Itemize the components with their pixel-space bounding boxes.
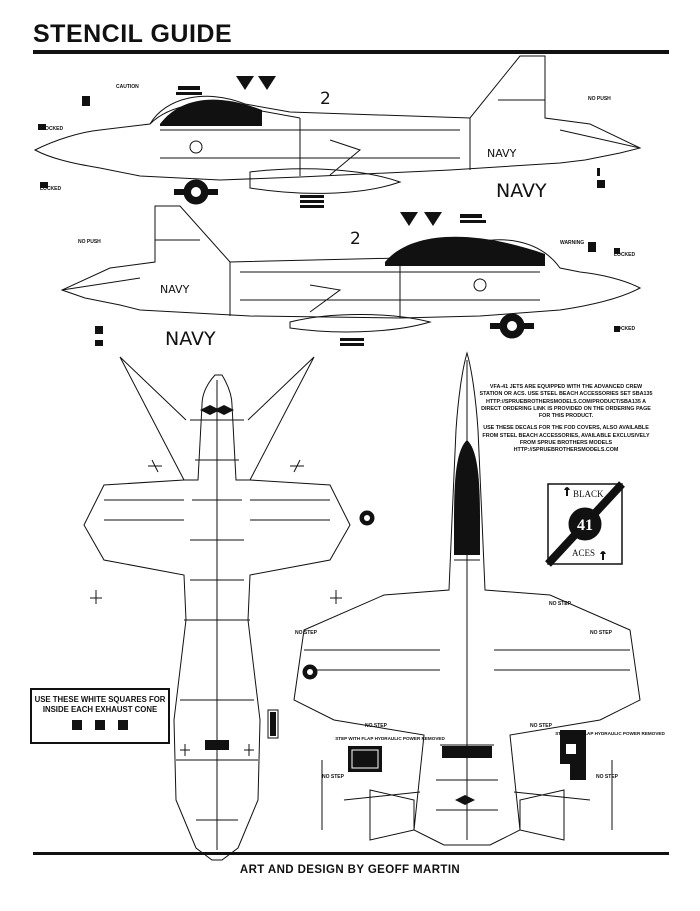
no-push-left: NO PUSH bbox=[588, 96, 611, 102]
modex-right: 2 bbox=[350, 229, 361, 249]
side-view-left bbox=[33, 55, 642, 194]
bottom-view-canopy bbox=[454, 440, 480, 555]
navy-large-right: NAVY bbox=[165, 328, 216, 350]
triangle-decals-left bbox=[214, 76, 276, 118]
exhaust-cone-box: USE THESE WHITE SQUARES FOR INSIDE EACH … bbox=[30, 688, 170, 744]
notes-panel: VFA-41 JETS ARE EQUIPPED WITH THE ADVANC… bbox=[478, 384, 654, 460]
locked-label-3: LOCKED bbox=[614, 252, 636, 258]
notes-acs-paragraph: VFA-41 JETS ARE EQUIPPED WITH THE ADVANC… bbox=[479, 384, 653, 420]
no-step-5: NO STEP bbox=[530, 723, 553, 729]
canopy-glass-left bbox=[160, 99, 262, 126]
insignia-top-text: BLACK bbox=[573, 489, 604, 499]
top-view-stencils bbox=[90, 405, 375, 756]
bottom-rule bbox=[33, 852, 669, 855]
locked-label-1: LOCKED bbox=[42, 126, 64, 132]
insignia-bottom-text: ACES bbox=[572, 548, 595, 558]
caution-label: CAUTION bbox=[116, 84, 139, 90]
white-square-3 bbox=[118, 720, 128, 730]
no-step-6: NO STEP bbox=[322, 774, 345, 780]
triangle-decals-right bbox=[400, 212, 442, 226]
notes-fod-paragraph: USE THESE DECALS FOR THE FOD COVERS, ALS… bbox=[482, 425, 650, 454]
white-square-2 bbox=[95, 720, 105, 730]
credit-line: ART AND DESIGN BY GEOFF MARTIN bbox=[239, 864, 461, 876]
flap-step-left: STEP WITH FLAP HYDRAULIC POWER REMOVED bbox=[335, 736, 445, 741]
locked-label-2: LOCKED bbox=[40, 186, 62, 192]
top-rule bbox=[33, 50, 669, 54]
white-square-1 bbox=[72, 720, 82, 730]
insignia-number: 41 bbox=[577, 517, 593, 534]
no-step-2: NO STEP bbox=[549, 601, 572, 607]
navy-large-left: NAVY bbox=[496, 180, 547, 202]
national-insignia-right bbox=[490, 313, 534, 339]
modex-left: 2 bbox=[320, 89, 331, 109]
canopy-glass-right bbox=[385, 236, 545, 266]
warning-label: WARNING bbox=[560, 240, 584, 246]
page-title: STENCIL GUIDE bbox=[33, 20, 233, 48]
no-push-right: NO PUSH bbox=[78, 239, 101, 245]
navy-small-right: NAVY bbox=[160, 283, 190, 296]
no-step-3: NO STEP bbox=[590, 630, 613, 636]
black-aces-insignia bbox=[545, 481, 625, 567]
stencil-marks-left bbox=[38, 86, 605, 208]
national-insignia-left bbox=[174, 179, 218, 205]
no-step-4: NO STEP bbox=[365, 723, 388, 729]
side-view-right bbox=[60, 205, 642, 333]
no-step-7: NO STEP bbox=[596, 774, 619, 780]
bottom-view-stencils bbox=[302, 664, 586, 805]
stencil-marks-right bbox=[95, 214, 620, 346]
no-step-1: NO STEP bbox=[295, 630, 318, 636]
locked-label-4: LOCKED bbox=[614, 326, 636, 332]
exhaust-cone-instructions: USE THESE WHITE SQUARES FOR INSIDE EACH … bbox=[34, 695, 166, 714]
flap-step-right: STEP WITH FLAP HYDRAULIC POWER REMOVED bbox=[555, 731, 665, 736]
top-view bbox=[83, 356, 351, 861]
navy-small-left: NAVY bbox=[487, 147, 517, 160]
